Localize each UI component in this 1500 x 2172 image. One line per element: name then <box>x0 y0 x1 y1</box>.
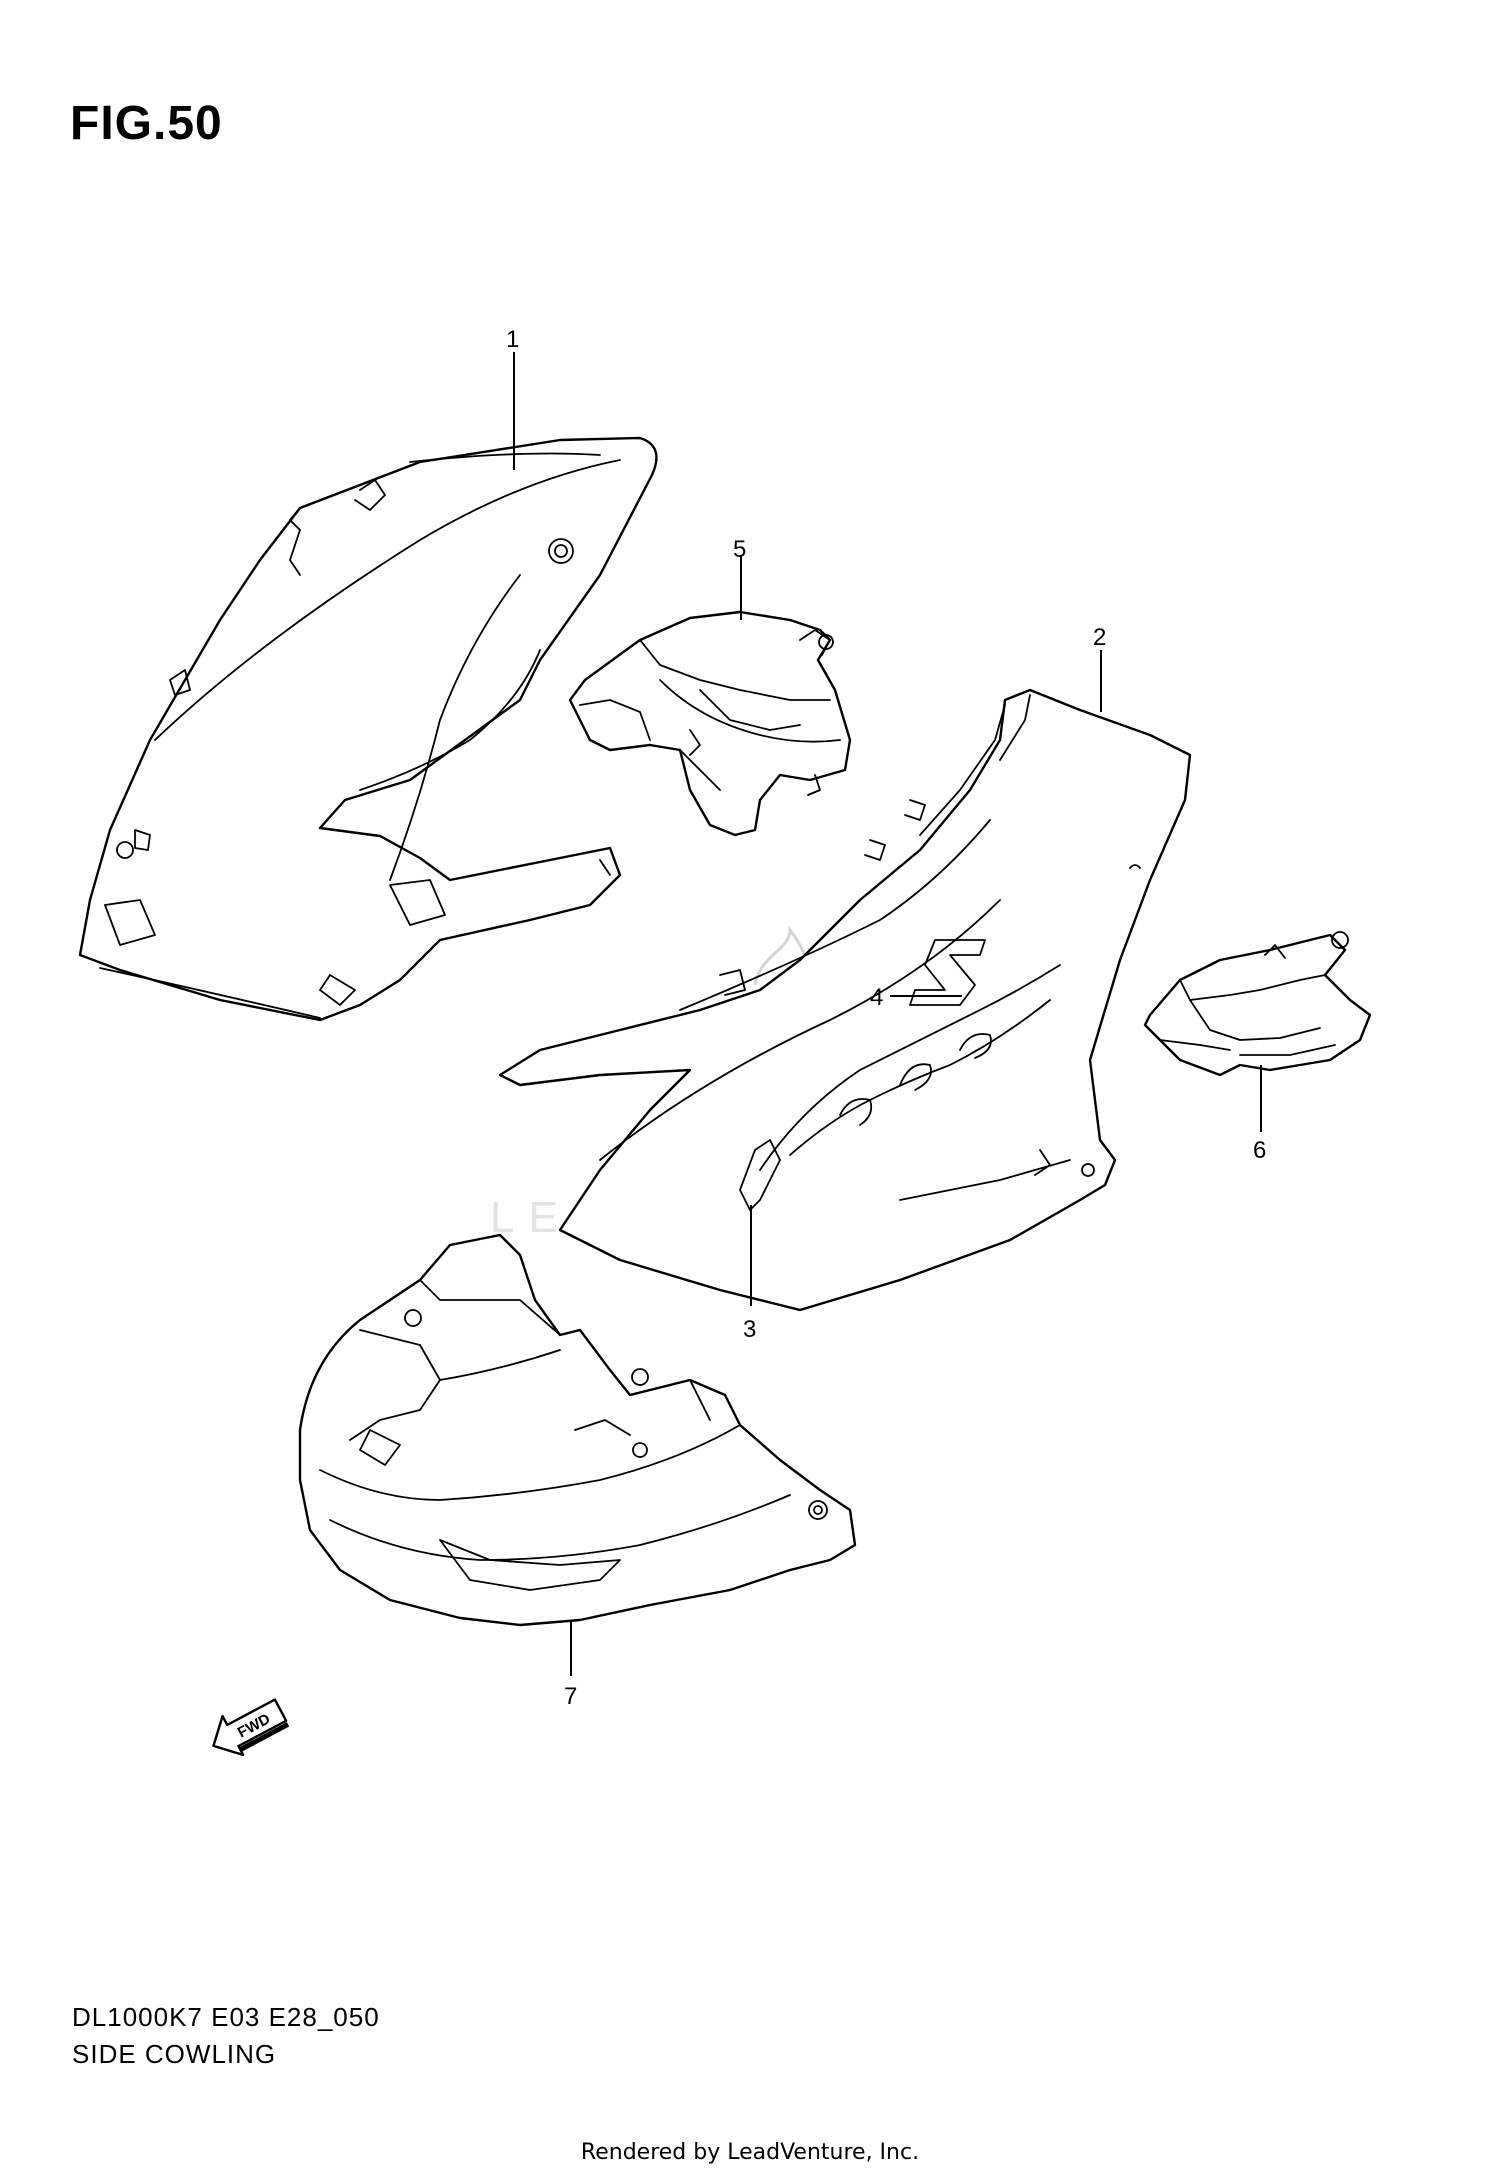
part-3-emblem[interactable] <box>739 964 1061 1211</box>
section-name: SIDE COWLING <box>72 2039 277 2069</box>
callout-6: 6 <box>1253 1137 1266 1164</box>
part-1-side-cowling-upper[interactable] <box>78 436 658 1022</box>
callout-3: 3 <box>743 1316 756 1343</box>
leader-lines <box>513 352 1262 1676</box>
part-2-side-cowling-main[interactable] <box>498 688 1192 1312</box>
part-7-lower-cowling[interactable] <box>298 1233 857 1627</box>
figure-title: FIG.50 <box>70 97 223 150</box>
fwd-arrow-icon: FWD <box>212 1698 290 1757</box>
callout-7: 7 <box>564 1683 577 1710</box>
render-credit: Rendered by LeadVenture, Inc. <box>580 2140 920 2165</box>
part-5-inner-panel[interactable] <box>568 610 852 837</box>
callout-1: 1 <box>506 326 519 353</box>
part-6-cover[interactable] <box>1143 931 1372 1077</box>
callout-2: 2 <box>1093 624 1106 651</box>
model-code: DL1000K7 E03 E28_050 <box>72 2002 380 2032</box>
part-4-emblem[interactable] <box>909 939 986 1006</box>
callout-4: 4 <box>870 984 883 1011</box>
callout-5: 5 <box>733 536 746 563</box>
